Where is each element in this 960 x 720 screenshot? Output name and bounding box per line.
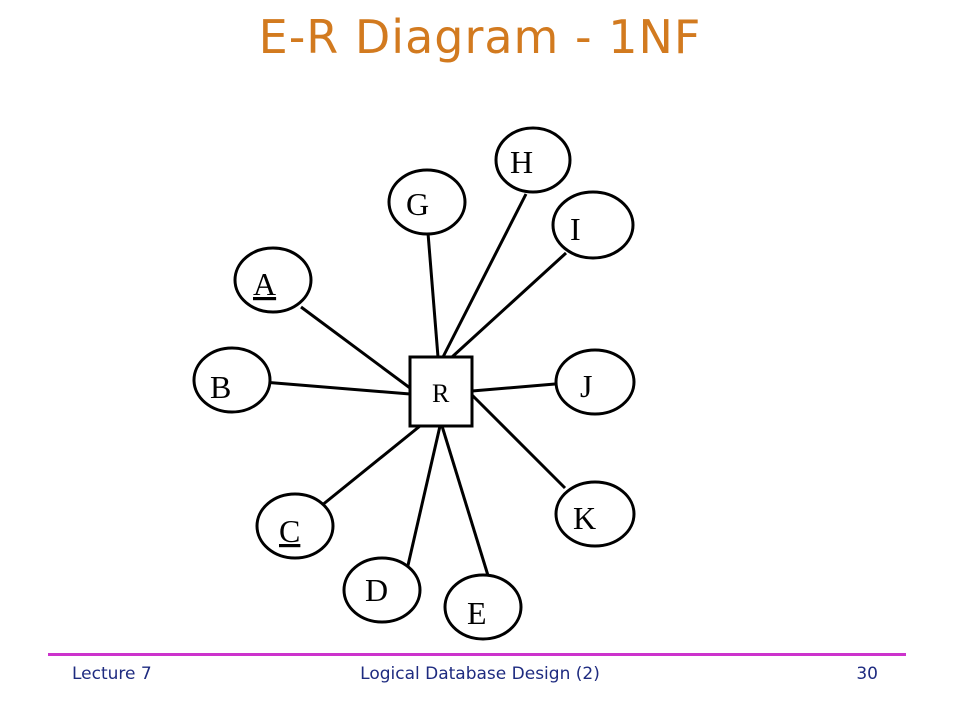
attribute-a: A	[233, 246, 313, 314]
attribute-label: H	[510, 144, 533, 180]
entity-r: R	[408, 355, 474, 428]
attribute-e: E	[443, 573, 523, 641]
attribute-i: I	[551, 190, 635, 260]
attribute-label: E	[467, 595, 487, 631]
attribute-j: J	[554, 348, 636, 416]
attribute-h: H	[494, 126, 572, 194]
line-j	[471, 382, 556, 393]
line-k	[470, 393, 567, 490]
line-g	[426, 232, 440, 358]
line-h	[441, 193, 528, 358]
line-c	[320, 424, 421, 508]
line-e	[440, 425, 492, 583]
line-i	[450, 251, 568, 359]
attribute-label: J	[580, 368, 592, 404]
attribute-c: C	[255, 492, 335, 560]
relationship-lines	[262, 193, 568, 583]
footer-rule	[48, 653, 906, 656]
page-number: 30	[856, 664, 878, 684]
attribute-k: K	[554, 480, 636, 548]
attribute-label: K	[573, 500, 596, 536]
attribute-b: B	[192, 346, 272, 414]
line-a	[300, 305, 411, 390]
attribute-label-key: A	[253, 266, 276, 302]
footer-course-title: Logical Database Design (2)	[360, 664, 600, 684]
attribute-label: G	[406, 186, 429, 222]
line-b	[262, 380, 411, 396]
attribute-label: I	[570, 211, 581, 247]
footer-lecture: Lecture 7	[72, 664, 152, 684]
attribute-label: B	[210, 369, 231, 405]
line-d	[404, 425, 442, 575]
entity-label: R	[432, 379, 450, 408]
attribute-label: D	[365, 572, 388, 608]
attribute-g: G	[387, 168, 467, 236]
slide-title: E-R Diagram - 1NF	[258, 10, 702, 64]
attribute-label-key: C	[279, 513, 300, 549]
attribute-d: D	[342, 556, 422, 624]
